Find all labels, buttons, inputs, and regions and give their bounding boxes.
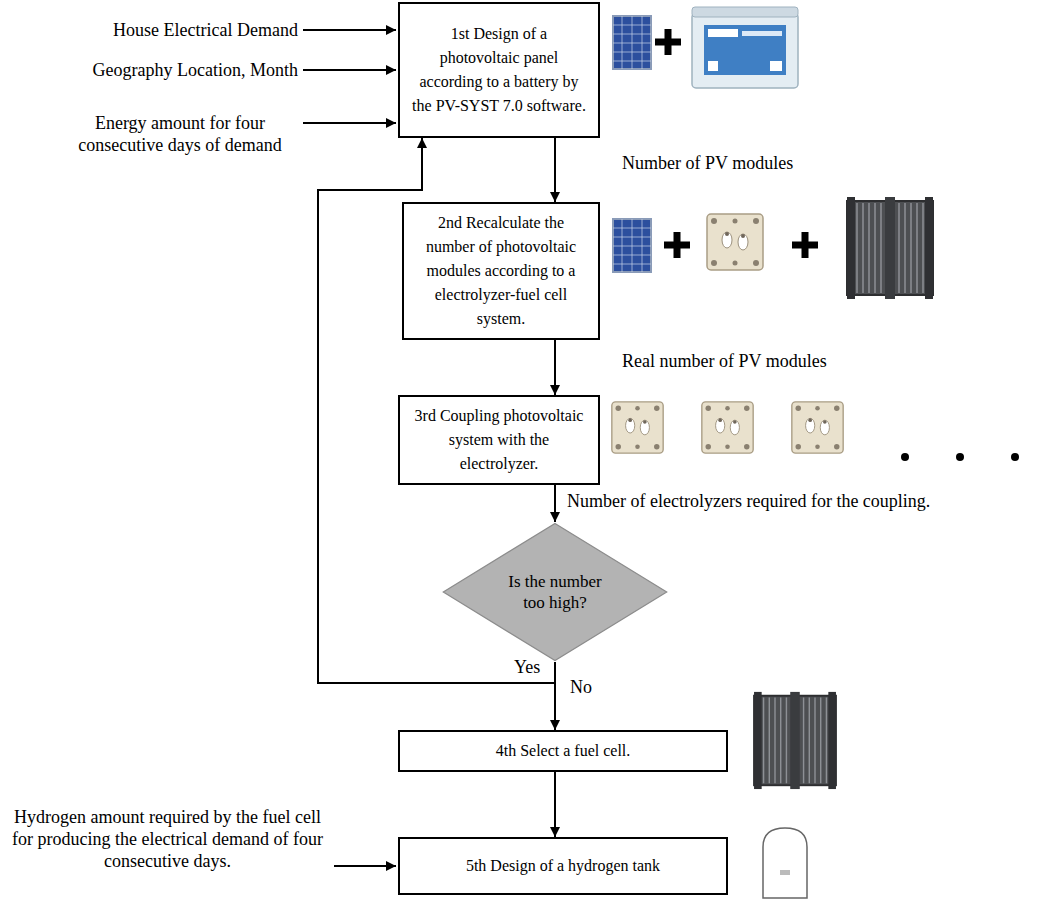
battery-icon [692,7,798,88]
process-box: 4th Select a fuel cell. [398,730,728,772]
input-label: Geography Location, Month [40,59,298,81]
solar-panel-icon [613,219,651,272]
fuel-cell-icon [847,197,933,299]
edge-label: No [568,676,594,698]
plus-sign [664,232,690,258]
node-text: 2nd Recalculate the number of photovolta… [414,211,588,331]
solar-panel-icon [613,16,651,69]
node-text: Is the number too high? [503,571,607,613]
input-arrow [303,29,396,31]
diamond-outline [441,522,669,662]
flow-arrow [554,340,556,395]
fuel-cell-icon [754,692,836,789]
input-arrow [303,122,396,124]
process-box: 2nd Recalculate the number of photovolta… [402,202,600,340]
decision-diamond: Is the number too high? [441,522,669,662]
electrolyzer-icon [702,402,753,453]
electrolyzer-icon [612,402,663,453]
input-label: Hydrogen amount required by the fuel cel… [5,806,330,872]
plus-sign [792,232,818,258]
flow-arrow [554,138,556,202]
edge-label: Real number of PV modules [620,350,829,372]
process-box: 3rd Coupling photovoltaic system with th… [398,395,600,485]
edge-label: Number of electrolyzers required for the… [565,490,932,512]
edge-label: Number of PV modules [620,152,795,174]
node-text: 1st Design of a photovoltaic panel accor… [410,22,588,118]
flow-arrow [554,772,556,837]
electrolyzer-icon [792,402,843,453]
hydrogen-tank-icon [763,828,807,898]
input-arrow [334,865,396,867]
plus-sign [655,29,681,55]
node-text: 3rd Coupling photovoltaic system with th… [410,404,588,476]
node-text: 4th Select a fuel cell. [496,739,631,763]
process-box: 5th Design of a hydrogen tank [398,837,728,895]
edge-label: Yes [512,656,542,678]
input-label: House Electrical Demand [40,19,298,41]
electrolyzer-icon [707,214,763,270]
ellipsis-dot [956,453,964,461]
flow-arrow [554,662,556,730]
flow-arrow [554,485,556,522]
input-arrow [303,69,396,71]
input-label: Energy amount for four consecutive days … [60,112,300,156]
ellipsis-dot [1011,453,1019,461]
node-text: 5th Design of a hydrogen tank [466,854,660,878]
ellipsis-dot [901,453,909,461]
process-box: 1st Design of a photovoltaic panel accor… [398,2,600,138]
